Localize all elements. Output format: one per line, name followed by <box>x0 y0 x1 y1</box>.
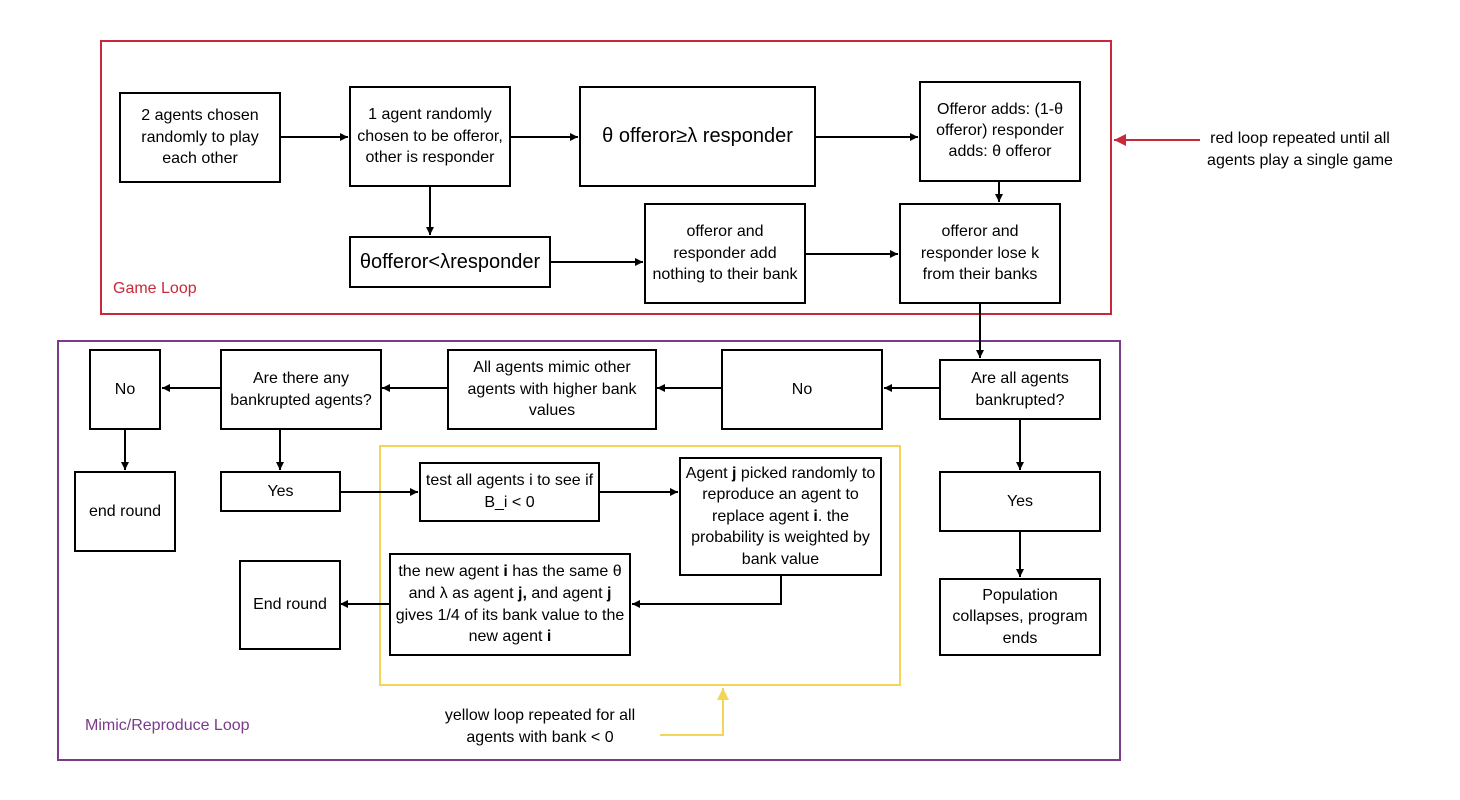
lose-k-node: offeror and responder lose k from their … <box>899 203 1061 304</box>
no-right-text: No <box>791 380 813 398</box>
inner-yellow-loop-frame <box>379 445 901 686</box>
mimic-node: All agents mimic other agents with highe… <box>447 349 657 430</box>
yes-right-text: Yes <box>1006 492 1034 510</box>
yes-right-node: Yes <box>939 471 1101 532</box>
add-nothing-node: offeror and responder add nothing to the… <box>644 203 806 304</box>
mimic-loop-frame <box>57 340 1121 761</box>
end-round-bottom-text: End round <box>253 596 327 614</box>
any-bankrupt-text: Are there any bankrupted agents? <box>230 369 372 409</box>
no-right-node: No <box>721 349 883 430</box>
collapse-text: Population collapses, program ends <box>952 586 1088 647</box>
pick-j-node: Agent j picked randomly to reproduce an … <box>679 457 882 576</box>
game-loop-frame <box>100 40 1112 315</box>
any-bankrupt-node: Are there any bankrupted agents? <box>220 349 382 430</box>
yes-left-text: Yes <box>267 482 294 500</box>
no-left-text: No <box>114 380 136 398</box>
yellow-note-arrow <box>660 688 729 736</box>
game-loop-label: Game Loop <box>113 280 197 297</box>
reject-condition-node: θofferor<λresponder <box>349 236 551 288</box>
test-agents-text: test all agents i to see if B_i < 0 <box>425 472 594 511</box>
mimic-text: All agents mimic other agents with highe… <box>467 359 637 420</box>
offeror-adds-node: Offeror adds: (1-θ offeror) responder ad… <box>919 81 1081 182</box>
collapse-node: Population collapses, program ends <box>939 578 1101 656</box>
yellow-loop-note: yellow loop repeated for all agents with… <box>444 707 636 747</box>
red-loop-note: red loop repeated until all agents play … <box>1207 130 1393 170</box>
mimic-loop-label: Mimic/Reproduce Loop <box>85 717 250 734</box>
no-left-node: No <box>89 349 161 430</box>
yes-left-node: Yes <box>220 471 341 512</box>
offeror-adds-text: Offeror adds: (1-θ offeror) responder ad… <box>936 101 1064 160</box>
end-round-bottom-node: End round <box>239 560 341 650</box>
edge-pickj-to-newagent <box>632 576 782 608</box>
choose-agents-text: 2 agents chosen randomly to play each ot… <box>141 107 259 168</box>
reject-condition-text: θofferor<λresponder <box>359 250 541 273</box>
end-round-top-node: end round <box>74 471 176 552</box>
new-agent-text: the new agent i has the same θ and λ as … <box>395 563 625 646</box>
choose-agents-node: 2 agents chosen randomly to play each ot… <box>119 92 281 183</box>
accept-condition-node: θ offeror≥λ responder <box>579 86 816 187</box>
add-nothing-text: offeror and responder add nothing to the… <box>652 223 798 284</box>
all-bankrupt-text: Are all agents bankrupted? <box>971 369 1069 409</box>
choose-offeror-node: 1 agent randomly chosen to be offeror, o… <box>349 86 511 187</box>
all-bankrupt-node: Are all agents bankrupted? <box>939 359 1101 420</box>
pick-j-text: Agent j picked randomly to reproduce an … <box>685 464 876 568</box>
accept-condition-text: θ offeror≥λ responder <box>602 125 793 147</box>
end-round-top-text: end round <box>88 502 162 520</box>
test-agents-node: test all agents i to see if B_i < 0 <box>419 462 600 522</box>
lose-k-text: offeror and responder lose k from their … <box>920 223 1040 284</box>
new-agent-node: the new agent i has the same θ and λ as … <box>389 553 631 656</box>
choose-offeror-text: 1 agent randomly chosen to be offeror, o… <box>357 106 503 167</box>
